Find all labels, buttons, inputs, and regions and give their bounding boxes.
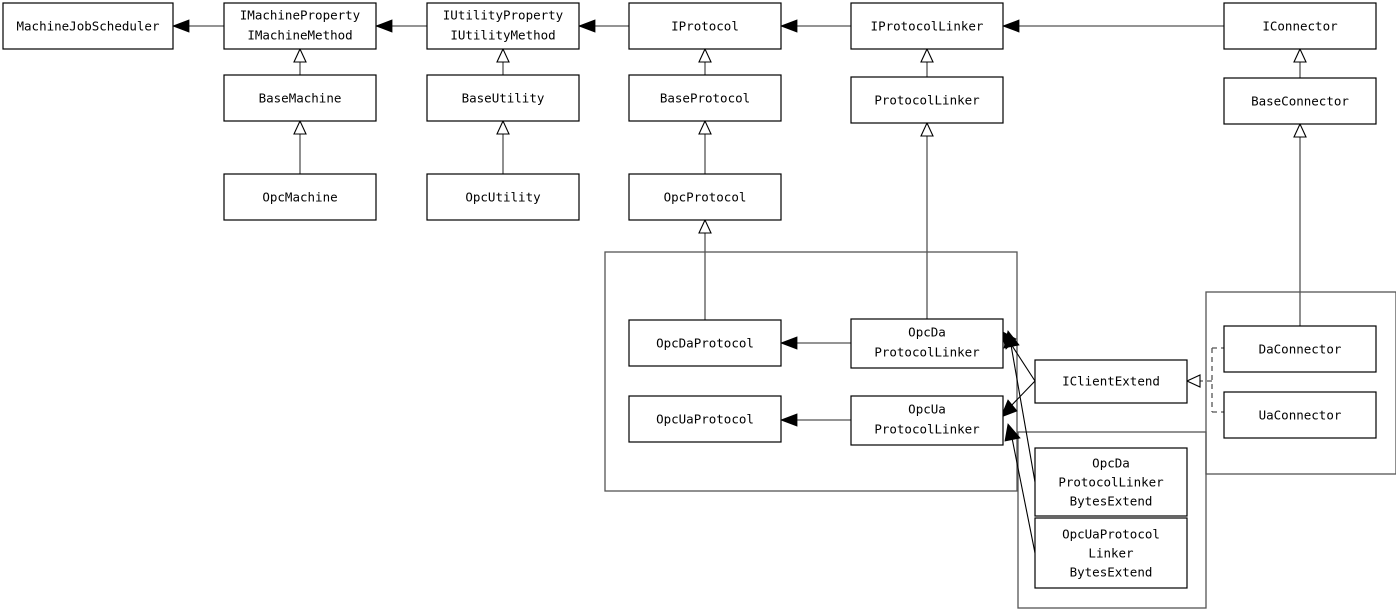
label-da-bytes-extend-line1: OpcDa	[1092, 456, 1130, 471]
label-iutility-property-line1: IUtilityProperty	[443, 8, 564, 23]
arrowhead-solid-opcualinker-from-iclient	[1000, 399, 1018, 418]
label-imachine-property-line1: IMachineProperty	[240, 8, 361, 23]
node-iprotocol[interactable]: IProtocol	[628, 2, 782, 50]
node-opc-utility[interactable]: OpcUtility	[426, 173, 580, 221]
node-base-connector[interactable]: BaseConnector	[1223, 77, 1377, 125]
edge-iclientextend-to-opcualinker	[1008, 380, 1036, 409]
label-da-bytes-extend-line3: BytesExtend	[1070, 494, 1153, 509]
arrowhead-solid-iutility	[577, 19, 596, 33]
node-iconnector[interactable]: IConnector	[1223, 2, 1377, 50]
arrowhead-hollow-baseconnector	[1293, 122, 1307, 138]
label-da-bytes-extend-line2: ProtocolLinker	[1058, 475, 1164, 490]
node-opc-machine[interactable]: OpcMachine	[223, 173, 377, 221]
node-protocol-linker[interactable]: ProtocolLinker	[850, 76, 1004, 124]
arrowhead-hollow-iconnector	[1293, 47, 1307, 63]
node-iutility-property[interactable]: IUtilityProperty IUtilityMethod	[426, 2, 580, 50]
label-iutility-property-line2: IUtilityMethod	[450, 28, 555, 43]
node-imachine-property[interactable]: IMachineProperty IMachineMethod	[223, 2, 377, 50]
node-da-connector[interactable]: DaConnector	[1223, 325, 1377, 373]
node-opc-ua-protocol[interactable]: OpcUaProtocol	[628, 395, 782, 443]
label-iclient-extend: IClientExtend	[1062, 374, 1160, 389]
arrowhead-solid-opcdaprotocol	[779, 336, 798, 350]
label-machine-job-scheduler: MachineJobScheduler	[17, 19, 160, 34]
label-iconnector: IConnector	[1262, 19, 1338, 34]
node-opc-da-protocol-linker[interactable]: OpcDa ProtocolLinker	[850, 318, 1004, 369]
arrowhead-hollow-baseutility	[496, 119, 510, 135]
label-opc-da-protocol: OpcDaProtocol	[656, 336, 754, 351]
edges-bytes-extend	[1003, 330, 1036, 554]
arrowhead-hollow-imachine	[293, 47, 307, 63]
arrowhead-hollow-basemachine	[293, 119, 307, 135]
edges-realization	[1185, 347, 1224, 413]
node-machine-job-scheduler[interactable]: MachineJobScheduler	[2, 2, 174, 50]
label-opc-protocol: OpcProtocol	[664, 190, 747, 205]
arrowhead-hollow-opcprotocol	[698, 218, 712, 234]
arrowhead-solid-opcdalinker-from-bytes	[1003, 330, 1020, 349]
label-iprotocol: IProtocol	[671, 19, 739, 34]
arrowhead-hollow-iclientextend	[1185, 374, 1201, 388]
edges-linker-to-protocol	[779, 336, 851, 427]
label-ua-connector: UaConnector	[1259, 408, 1342, 423]
group-extend-group	[1017, 431, 1207, 609]
arrowhead-hollow-iprotocol	[698, 47, 712, 63]
label-opc-ua-protocol: OpcUaProtocol	[656, 412, 754, 427]
arrowhead-solid-opcualinker-from-bytes	[1004, 423, 1021, 442]
arrowhead-solid-iprotocol	[779, 19, 798, 33]
edge-dabytesextend-to-opcdalinker	[1010, 344, 1036, 483]
label-protocol-linker: ProtocolLinker	[874, 93, 980, 108]
label-ua-bytes-extend-line3: BytesExtend	[1070, 565, 1153, 580]
arrowhead-hollow-baseprotocol	[698, 119, 712, 135]
arrowhead-solid-scheduler	[171, 19, 190, 33]
node-opc-protocol[interactable]: OpcProtocol	[628, 173, 782, 221]
label-opc-ua-protocol-linker-line2: ProtocolLinker	[874, 422, 980, 437]
label-opc-ua-protocol-linker-line1: OpcUa	[908, 402, 946, 417]
label-base-protocol: BaseProtocol	[660, 91, 750, 106]
edges-top-row	[171, 19, 1224, 33]
node-opc-ua-protocol-linker-bytes-extend[interactable]: OpcUaProtocol Linker BytesExtend	[1034, 517, 1188, 589]
label-base-machine: BaseMachine	[259, 91, 342, 106]
label-imachine-property-line2: IMachineMethod	[247, 28, 352, 43]
label-opc-machine: OpcMachine	[262, 190, 337, 205]
label-ua-bytes-extend-line1: OpcUaProtocol	[1062, 527, 1160, 542]
node-opc-da-protocol[interactable]: OpcDaProtocol	[628, 319, 782, 367]
edge-uabytesextend-to-opcualinker	[1011, 437, 1036, 554]
edges-generalization	[293, 47, 1307, 320]
node-base-machine[interactable]: BaseMachine	[223, 74, 377, 122]
class-boxes: MachineJobScheduler IMachineProperty IMa…	[2, 2, 1377, 589]
group-connector-group	[1205, 291, 1396, 475]
group-protocol-group	[604, 251, 1018, 492]
label-iprotocol-linker: IProtocolLinker	[871, 19, 984, 34]
arrowhead-hollow-protocollinker	[920, 121, 934, 137]
edge-iclientextend-to-opcdalinker	[1008, 340, 1036, 382]
label-opc-da-protocol-linker-line2: ProtocolLinker	[874, 345, 980, 360]
arrowhead-hollow-iprotocollinker	[920, 47, 934, 63]
label-opc-da-protocol-linker-line1: OpcDa	[908, 325, 946, 340]
node-opc-da-protocol-linker-bytes-extend[interactable]: OpcDa ProtocolLinker BytesExtend	[1034, 447, 1188, 517]
node-iclient-extend[interactable]: IClientExtend	[1034, 359, 1188, 404]
node-ua-connector[interactable]: UaConnector	[1223, 391, 1377, 439]
label-opc-utility: OpcUtility	[465, 190, 541, 205]
label-ua-bytes-extend-line2: Linker	[1088, 546, 1134, 561]
node-base-protocol[interactable]: BaseProtocol	[628, 74, 782, 122]
arrowhead-solid-iprotocollinker	[1001, 19, 1020, 33]
edges-connector-inherit	[1293, 122, 1307, 326]
arrowhead-solid-opcuaprotocol	[779, 413, 798, 427]
label-da-connector: DaConnector	[1259, 342, 1342, 357]
node-opc-ua-protocol-linker[interactable]: OpcUa ProtocolLinker	[850, 395, 1004, 446]
label-base-connector: BaseConnector	[1251, 94, 1349, 109]
arrowhead-hollow-iutility	[496, 47, 510, 63]
node-iprotocol-linker[interactable]: IProtocolLinker	[850, 2, 1004, 50]
label-base-utility: BaseUtility	[462, 91, 545, 106]
group-containers	[604, 251, 1396, 609]
node-base-utility[interactable]: BaseUtility	[426, 74, 580, 122]
arrowhead-solid-imachine	[374, 19, 393, 33]
